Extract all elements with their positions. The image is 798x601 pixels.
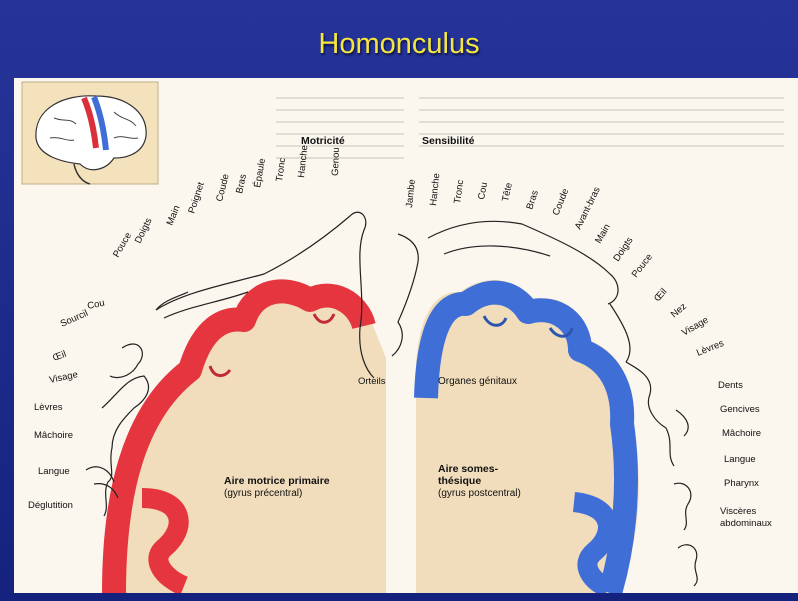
motor-label-deglutition: Déglutition xyxy=(28,500,73,511)
sensory-label-main: Main xyxy=(593,222,613,245)
sensory-label-coude: Coude xyxy=(551,187,572,217)
sensory-label-gencives: Gencives xyxy=(720,404,760,415)
motor-label-poignet: Poignet xyxy=(186,181,207,215)
sensory-label-tete: Tête xyxy=(500,182,515,203)
background-text-texture xyxy=(276,98,784,158)
motor-label-levres: Lèvres xyxy=(34,402,63,413)
motor-label-orteils: Orteils xyxy=(358,376,386,387)
sensory-area-subtitle: (gyrus postcentral) xyxy=(438,488,521,499)
brain-thumbnail xyxy=(22,82,158,184)
sensory-label-abdominaux: abdominaux xyxy=(720,518,772,529)
sensory-label-tronc: Tronc xyxy=(452,179,466,204)
sensory-label-pouce: Pouce xyxy=(630,252,655,280)
sensory-label-avant-bras: Avant-bras xyxy=(573,185,603,231)
motor-label-main: Main xyxy=(165,204,183,227)
sensory-label-dents: Dents xyxy=(718,380,743,391)
motor-label-oeil: Œil xyxy=(51,349,68,364)
motor-label-visage: Visage xyxy=(48,369,79,386)
sensory-genital-label: Organes génitaux xyxy=(438,376,517,387)
motor-label-pouce: Pouce xyxy=(111,231,134,260)
motor-label-genou: Genou xyxy=(330,147,342,176)
homunculus-diagram: Motricité Sensibilité Pouce Doigts Main … xyxy=(14,78,798,593)
motor-cortex xyxy=(104,279,386,593)
motor-label-langue: Langue xyxy=(38,466,70,477)
slide-title: Homonculus xyxy=(0,28,798,61)
motor-label-bras: Bras xyxy=(234,173,249,195)
motor-label-doigts: Doigts xyxy=(133,216,155,245)
sensory-label-jambe: Jambe xyxy=(404,179,418,209)
motor-label-tronc: Tronc xyxy=(274,157,288,182)
sensory-label-machoire: Mâchoire xyxy=(722,428,761,439)
sensory-label-hanche: Hanche xyxy=(428,173,442,207)
sensory-header: Sensibilité xyxy=(422,135,475,147)
sensory-label-bras: Bras xyxy=(524,189,541,211)
motor-area-title: Aire motrice primaire xyxy=(224,475,330,487)
motor-label-sourcil: Sourcil xyxy=(59,308,90,330)
sensory-label-visceres: Viscères xyxy=(720,506,757,517)
motor-label-machoire: Mâchoire xyxy=(34,430,73,441)
motor-header: Motricité xyxy=(301,135,345,147)
figure-panel: Motricité Sensibilité Pouce Doigts Main … xyxy=(14,78,798,593)
motor-area-subtitle: (gyrus précentral) xyxy=(224,488,302,499)
sensory-cortex xyxy=(416,280,639,593)
sensory-label-oeil: Œil xyxy=(652,286,669,304)
motor-label-hanche: Hanche xyxy=(296,145,310,179)
motor-label-cou: Cou xyxy=(86,298,105,312)
sensory-area-title-1: Aire somes- xyxy=(438,463,499,475)
sensory-side-labels: Dents Gencives Mâchoire Langue Pharynx V… xyxy=(718,380,772,529)
sensory-label-langue: Langue xyxy=(724,454,756,465)
sensory-label-levres: Lèvres xyxy=(695,338,726,359)
sensory-area-title-2: thésique xyxy=(438,475,481,487)
motor-label-coude: Coude xyxy=(214,173,231,203)
sensory-label-cou: Cou xyxy=(476,181,490,200)
sensory-label-visage: Visage xyxy=(680,315,711,339)
sensory-label-nez: Nez xyxy=(669,301,689,320)
motor-label-epaule: Épaule xyxy=(252,157,268,188)
sensory-label-doigts: Doigts xyxy=(611,235,635,264)
sensory-label-pharynx: Pharynx xyxy=(724,478,759,489)
